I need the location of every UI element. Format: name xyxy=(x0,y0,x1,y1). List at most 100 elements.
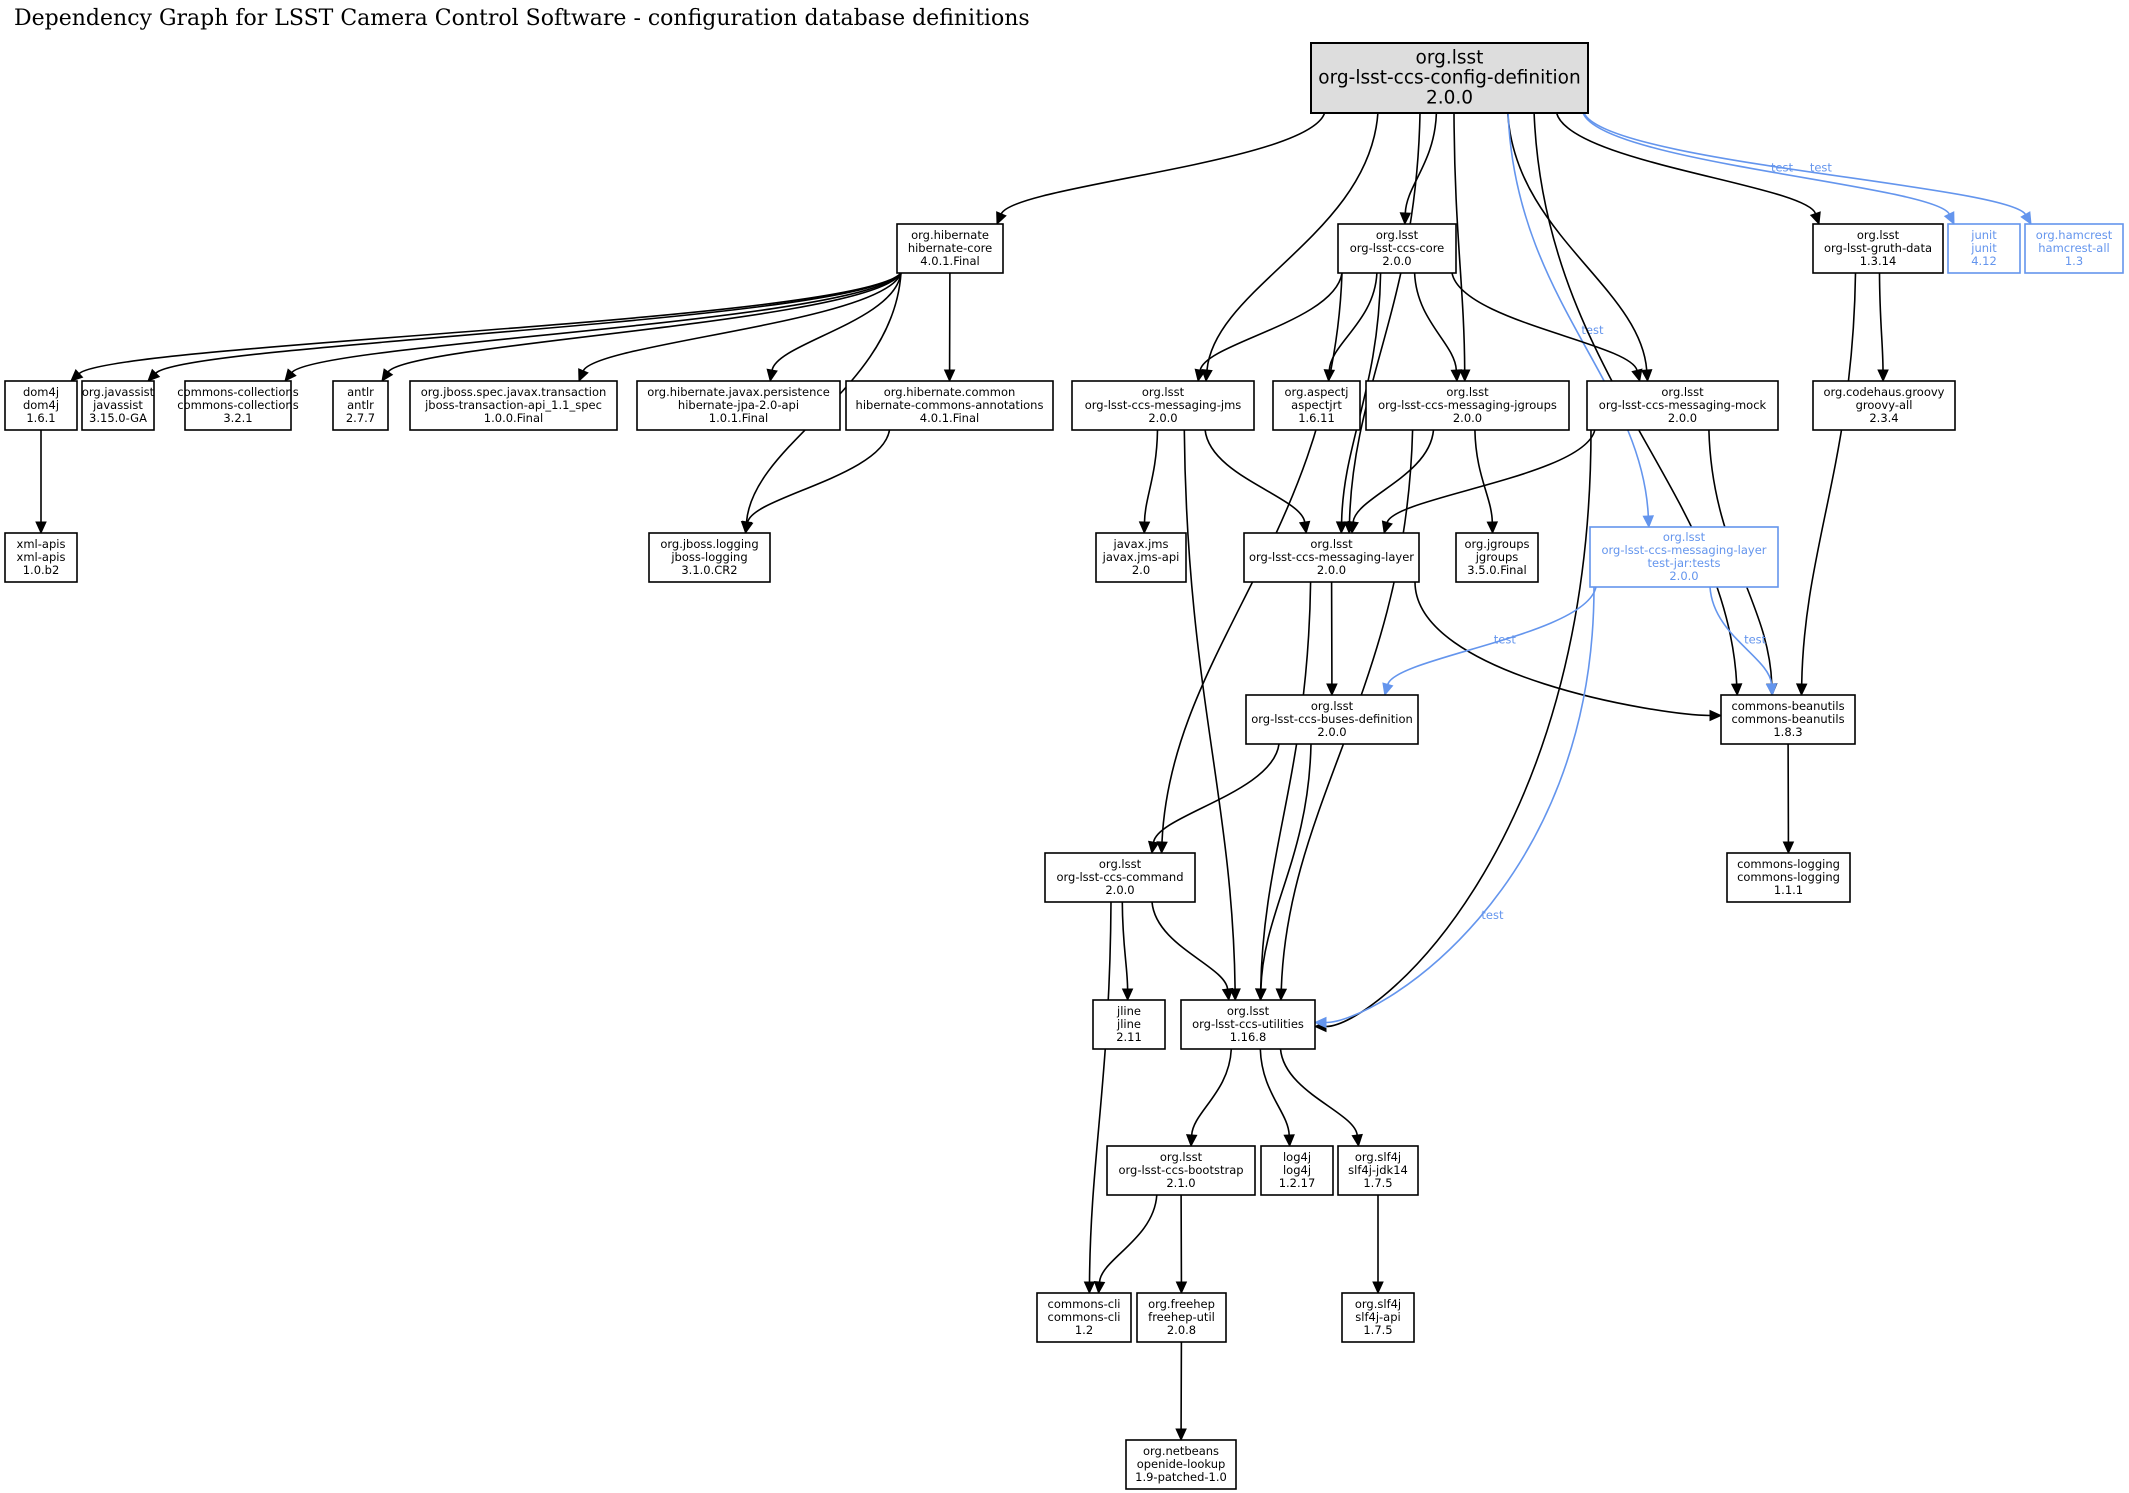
node-label-line: commons-cli xyxy=(1048,1297,1121,1311)
node-hibernate-jpa[interactable]: org.hibernate.javax.persistencehibernate… xyxy=(636,380,841,431)
node-label-line: 3.15.0-GA xyxy=(89,411,147,425)
edge-freehep-util-to-openide-lookup xyxy=(1175,1341,1187,1442)
node-root[interactable]: org.lsstorg-lsst-ccs-config-definition2.… xyxy=(1310,42,1589,114)
node-box xyxy=(1341,1292,1415,1343)
edge-line xyxy=(1259,1048,1290,1136)
node-commons-collections[interactable]: commons-collectionscommons-collections3.… xyxy=(177,380,299,431)
node-messaging-layer-tests[interactable]: org.lsstorg-lsst-ccs-messaging-layertest… xyxy=(1589,526,1779,588)
edge-buses-definition-to-ccs-command xyxy=(1147,743,1280,855)
node-label-line: org.lsst xyxy=(1376,228,1419,242)
arrowhead-icon xyxy=(1313,1016,1327,1029)
arrowhead-icon xyxy=(1631,368,1643,383)
node-label-line: jboss-transaction-api_1.1_spec xyxy=(424,398,602,412)
node-hibernate-commons-annotations[interactable]: org.hibernate.commonhibernate-commons-an… xyxy=(845,380,1054,431)
node-messaging-layer[interactable]: org.lsstorg-lsst-ccs-messaging-layer2.0.… xyxy=(1243,532,1420,583)
edge-hibernate-core-to-antlr xyxy=(381,272,902,382)
edge-ccs-core-to-messaging-layer xyxy=(1335,272,1382,535)
node-label-line: 3.5.0.Final xyxy=(1467,563,1526,577)
edge-line xyxy=(1121,901,1129,990)
node-buses-definition[interactable]: org.lsstorg-lsst-ccs-buses-definition2.0… xyxy=(1245,694,1419,745)
arrowhead-icon xyxy=(766,368,778,383)
edge-line xyxy=(1204,429,1306,523)
node-label-line: 2.1.0 xyxy=(1166,1176,1195,1190)
arrowhead-icon xyxy=(578,368,589,383)
edge-buses-definition-to-ccs-utilities xyxy=(1255,743,1312,1002)
node-label-line: org.hamcrest xyxy=(2036,228,2113,242)
edge-line xyxy=(1098,1194,1158,1283)
node-label-line: antlr xyxy=(347,398,374,412)
node-label-line: commons-logging xyxy=(1737,857,1840,871)
arrowhead-icon xyxy=(2020,211,2032,226)
arrowhead-icon xyxy=(1347,520,1359,535)
edge-line xyxy=(1800,272,1857,685)
node-label-line: org.hibernate.javax.persistence xyxy=(647,385,830,399)
node-label-line: org.lsst xyxy=(1142,385,1185,399)
edge-line xyxy=(1582,112,1951,215)
node-box xyxy=(896,223,1004,274)
node-label-line: 2.7.7 xyxy=(346,411,375,425)
node-jboss-transaction[interactable]: org.jboss.spec.javax.transactionjboss-tr… xyxy=(409,380,618,431)
arrowhead-icon xyxy=(1381,520,1393,535)
arrowhead-icon xyxy=(1221,987,1234,1002)
node-label-line: log4j xyxy=(1283,1163,1311,1177)
edge-messaging-layer-to-ccs-utilities xyxy=(1254,581,1312,1002)
arrowhead-icon xyxy=(1782,841,1795,855)
arrowhead-icon xyxy=(70,368,84,382)
node-box xyxy=(1365,380,1570,431)
node-messaging-jgroups[interactable]: org.lsstorg-lsst-ccs-messaging-jgroups2.… xyxy=(1365,380,1570,431)
node-label-line: javax.jms xyxy=(1113,537,1169,551)
edge-line xyxy=(291,272,902,374)
edge-ccs-command-to-ccs-utilities xyxy=(1151,901,1234,1002)
node-label-line: javassist xyxy=(92,398,143,412)
node-box xyxy=(1720,694,1856,745)
node-label-line: 1.0.1.Final xyxy=(709,411,768,425)
node-label-line: org.lsst xyxy=(1663,530,1706,544)
arrowhead-icon xyxy=(1382,682,1394,697)
edge-line xyxy=(1413,272,1458,371)
edge-hibernate-commons-annotations-to-jboss-logging xyxy=(742,429,891,535)
edge-line xyxy=(1709,586,1773,685)
node-openide-lookup[interactable]: org.netbeansopenide-lookup1.9-patched-1.… xyxy=(1125,1439,1237,1490)
edge-line xyxy=(1259,581,1312,990)
edge-hibernate-core-to-jboss-transaction xyxy=(578,272,902,383)
edge-line xyxy=(1143,429,1159,523)
edge-slf4j-jdk14-to-slf4j-api xyxy=(1372,1195,1384,1295)
edge-label: test xyxy=(1481,908,1504,922)
arrowhead-icon xyxy=(1156,841,1168,855)
edge-ccs-bootstrap-to-commons-cli xyxy=(1093,1194,1158,1295)
edge-ccs-command-to-jline xyxy=(1121,901,1134,1002)
node-label-line: org.slf4j xyxy=(1355,1150,1401,1164)
edge-line xyxy=(1328,272,1378,371)
edge-root-to-messaging-jgroups xyxy=(1453,112,1471,383)
node-label-line: org.javassist xyxy=(82,385,155,399)
